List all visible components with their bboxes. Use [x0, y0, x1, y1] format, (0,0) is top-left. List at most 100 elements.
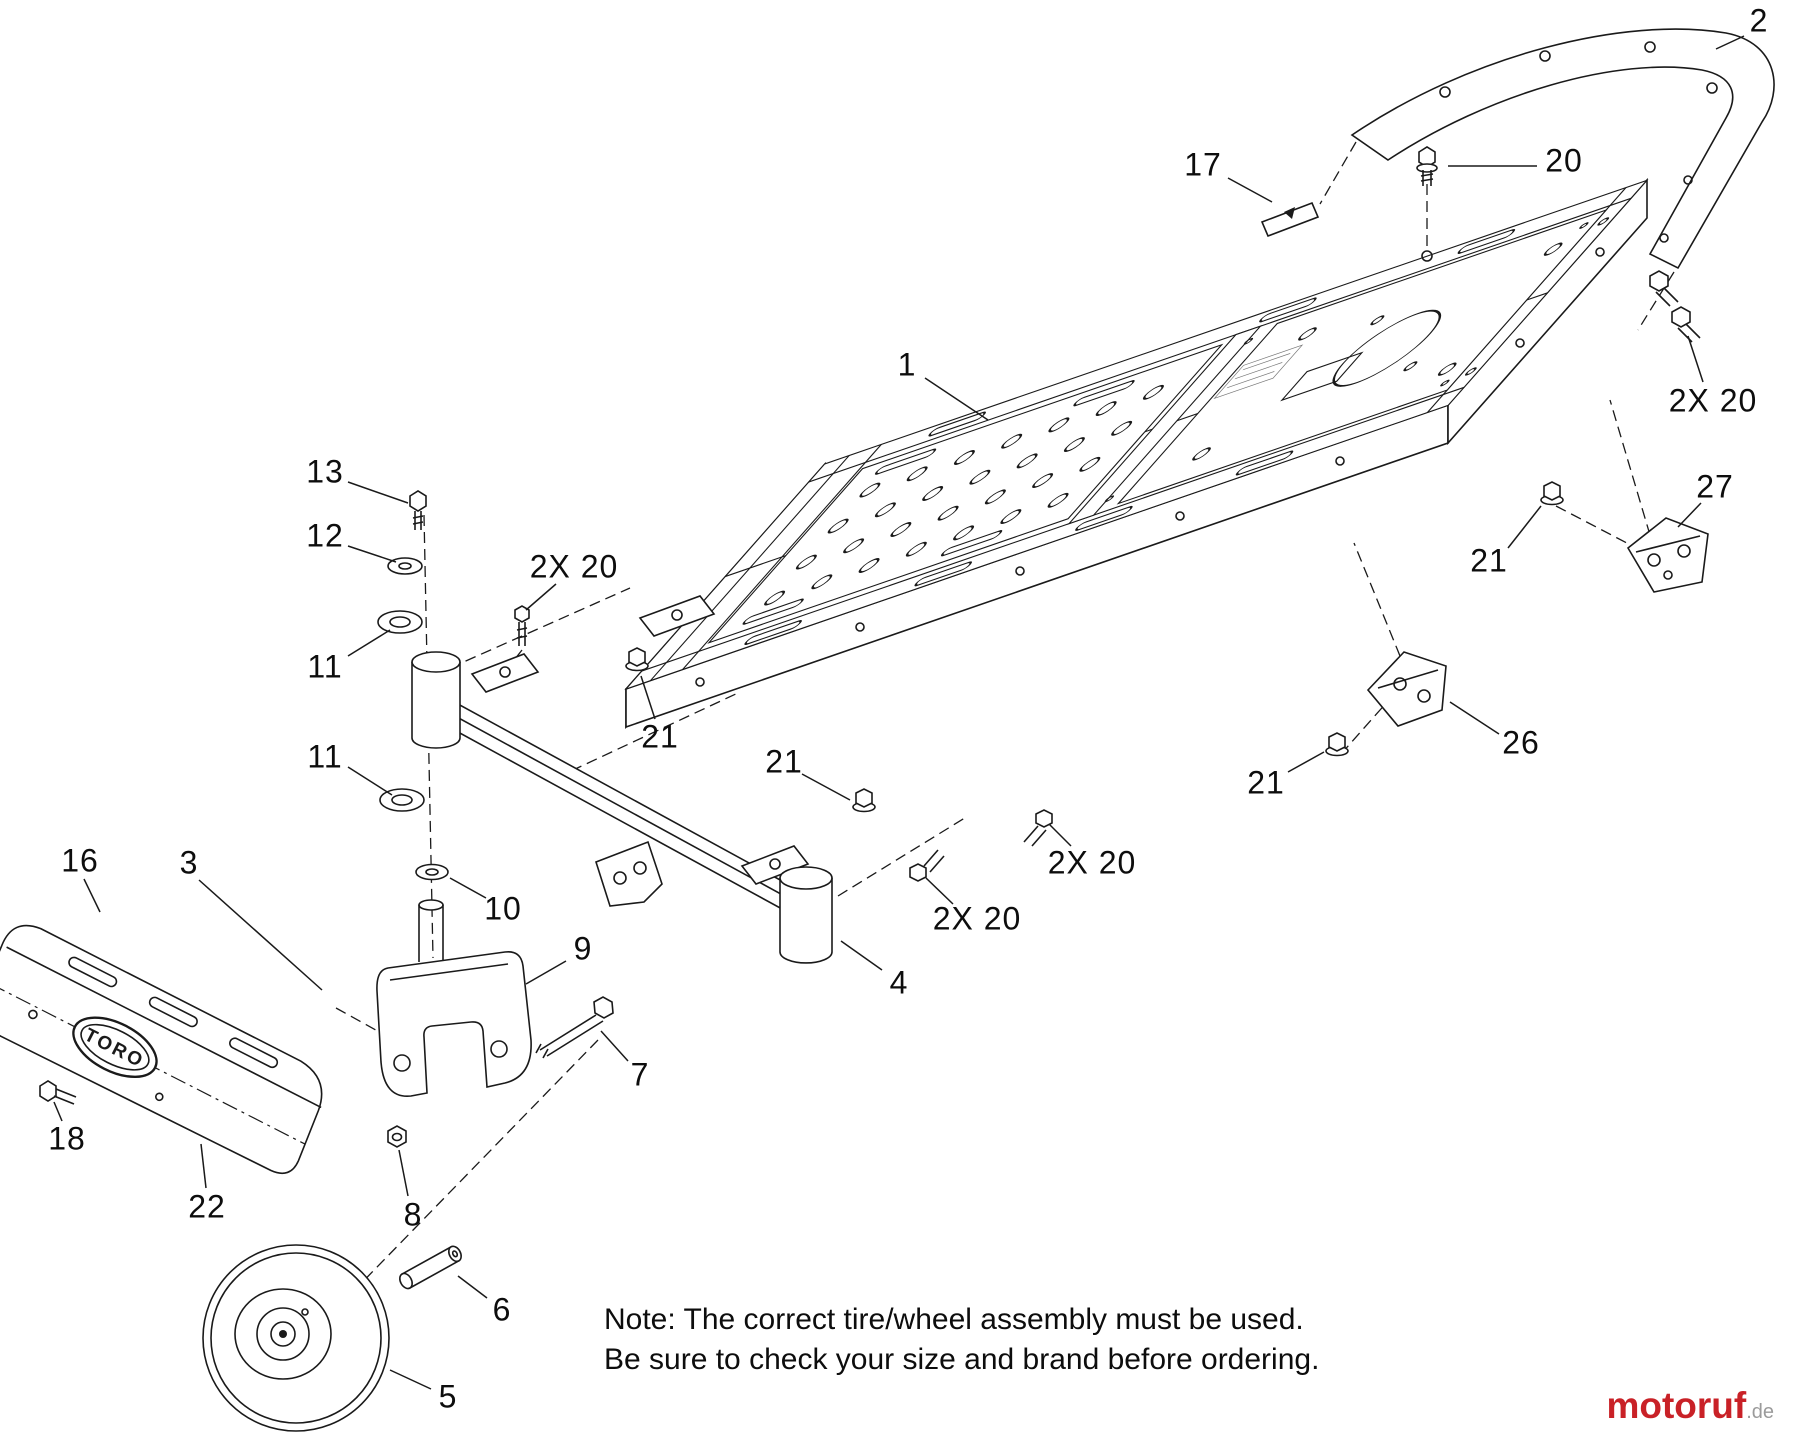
leader-line	[53, 1101, 63, 1122]
bolt-2x20-mid-right	[1023, 809, 1053, 847]
callout-4-1: 1	[897, 346, 917, 383]
leader-line	[347, 481, 409, 504]
belt-guard: TORO	[0, 924, 323, 1175]
callout-25-22: 22	[188, 1188, 226, 1225]
callout-18-10: 10	[484, 890, 522, 927]
leader-line	[525, 960, 567, 985]
leader-line	[347, 629, 391, 657]
callout-3-2x-20: 2X 20	[1668, 382, 1758, 419]
callout-13-21: 21	[765, 743, 803, 780]
callout-21-9: 9	[573, 930, 593, 967]
bolt-13	[409, 490, 427, 530]
leader-line	[1507, 505, 1542, 549]
bracket-26	[1366, 651, 1447, 727]
leader-line	[449, 877, 487, 899]
leader-line	[1287, 751, 1325, 773]
bolt-20-top	[1416, 146, 1438, 186]
callout-26-8: 8	[403, 1196, 423, 1233]
leader-line	[600, 1030, 629, 1062]
callout-2-20: 20	[1545, 142, 1583, 179]
nut-8	[387, 1125, 407, 1148]
axle-plate-left	[470, 653, 540, 693]
leader-line	[347, 766, 393, 796]
leader-line	[1715, 35, 1745, 50]
caster-socket-left	[411, 651, 461, 749]
bearing-11-upper	[377, 610, 423, 634]
leader-line	[525, 583, 557, 611]
leader-line	[1687, 335, 1704, 383]
callout-9-11: 11	[307, 648, 343, 685]
callout-24-18: 18	[48, 1120, 86, 1157]
spacer-6	[399, 1245, 462, 1290]
guard-rivet	[155, 1092, 164, 1102]
leader-line	[457, 1275, 488, 1299]
rear-bumper	[1350, 28, 1775, 270]
note-line-1: Note: The correct tire/wheel assembly mu…	[604, 1303, 1304, 1336]
callout-6-12: 12	[306, 517, 344, 554]
wheel-assembly	[202, 1244, 390, 1432]
axle-hanger-bracket	[595, 840, 663, 907]
main-frame	[624, 177, 1649, 730]
note-line-2: Be sure to check your size and brand bef…	[604, 1343, 1320, 1376]
callout-19-2x-20: 2X 20	[1047, 844, 1137, 881]
leader-line	[1227, 177, 1273, 203]
leader-line	[1677, 502, 1702, 528]
axle-plate-right	[740, 845, 810, 885]
callout-0-2: 2	[1749, 2, 1769, 39]
callout-11-21: 21	[641, 718, 679, 755]
caster-socket-right	[779, 866, 833, 964]
washer-12	[387, 557, 423, 575]
leader-line	[1449, 701, 1500, 735]
warning-decal	[1260, 201, 1320, 238]
note-text: Note: The correct tire/wheel assembly mu…	[604, 1300, 1319, 1380]
leader-line	[924, 377, 989, 421]
valve-stem	[301, 1308, 309, 1316]
frame-top-face	[624, 179, 1649, 691]
leader-line	[200, 1143, 207, 1189]
bolt-2x20-left	[514, 605, 530, 646]
washer-10	[415, 863, 449, 881]
leader-line	[347, 545, 397, 563]
leader-line	[398, 1149, 409, 1197]
leader-line	[640, 675, 656, 720]
bolt-20-pair	[1649, 270, 1701, 343]
caster-fork	[376, 899, 532, 1097]
watermark-tld: .de	[1746, 1401, 1774, 1423]
callout-17-3: 3	[179, 844, 199, 881]
engine-shaft-hole	[1332, 309, 1442, 387]
callout-1-17: 17	[1184, 146, 1222, 183]
flange-nut-21-c	[625, 647, 649, 672]
bolt-2x20-mid-left	[909, 849, 945, 882]
callout-22-4: 4	[889, 964, 909, 1001]
leader-line	[840, 940, 883, 971]
callout-20-2x-20: 2X 20	[932, 900, 1022, 937]
leader-line	[925, 877, 954, 905]
flange-nut-21-d	[852, 788, 876, 813]
frame-caster-mount	[638, 595, 716, 637]
bolt-18	[39, 1080, 77, 1105]
leader-line	[389, 1369, 432, 1390]
callout-5-13: 13	[306, 453, 344, 490]
callout-16-16: 16	[61, 842, 99, 879]
callout-14-26: 26	[1502, 724, 1540, 761]
callout-15-21: 21	[1247, 764, 1285, 801]
spec-decal	[1213, 344, 1304, 400]
leader-line	[801, 773, 851, 801]
flange-nut-21-a	[1540, 481, 1564, 506]
perforated-floor-plate	[707, 343, 1224, 644]
callout-10-21: 21	[1470, 542, 1508, 579]
bolt-20-hole	[1421, 250, 1433, 262]
leader-line	[198, 879, 323, 991]
callout-8-27: 27	[1696, 468, 1734, 505]
watermark: motoruf.de	[1606, 1385, 1774, 1427]
axle-bolt-7	[535, 996, 614, 1059]
leader-line	[1048, 823, 1072, 847]
bracket-27	[1626, 517, 1709, 593]
frame-cross-member	[1067, 324, 1263, 525]
leader-line	[83, 878, 101, 913]
warning-icon	[1284, 207, 1295, 219]
front-axle-weldment	[411, 651, 833, 964]
flange-nut-21-b	[1325, 732, 1349, 757]
